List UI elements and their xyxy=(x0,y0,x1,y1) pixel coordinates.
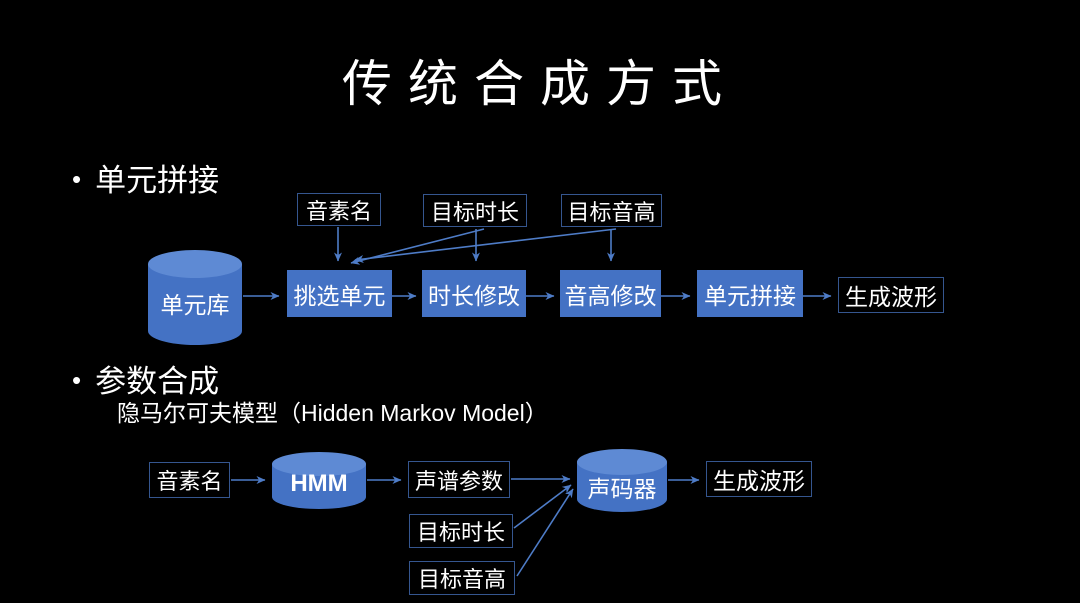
node-target-duration-1: 目标时长 xyxy=(423,194,527,227)
arrow-pitch-to-select xyxy=(354,228,617,263)
cylinder-bottom xyxy=(148,317,242,345)
cylinder-bottom xyxy=(577,486,667,512)
node-unit-concat: 单元拼接 xyxy=(697,270,803,317)
node-spectrum-params: 声谱参数 xyxy=(408,461,510,498)
bullet-parametric-synthesis-label: 参数合成 xyxy=(95,364,220,399)
hmm-subtitle: 隐马尔可夫模型（Hidden Markov Model） xyxy=(117,400,548,426)
node-pitch-modify: 音高修改 xyxy=(560,270,661,317)
arrow-duration2-to-vocoder xyxy=(513,484,572,529)
cylinder-top xyxy=(272,452,366,476)
node-target-duration-2: 目标时长 xyxy=(409,514,513,548)
node-duration-modify: 时长修改 xyxy=(422,270,526,317)
bullet-dot: • xyxy=(72,365,82,395)
node-generate-waveform-2: 生成波形 xyxy=(706,461,812,497)
slide-title: 传统合成方式 xyxy=(342,55,738,113)
cylinder-top xyxy=(148,250,242,278)
node-target-pitch-2: 目标音高 xyxy=(409,561,515,595)
cylinder-bottom xyxy=(272,485,366,509)
node-unit-database-label: 单元库 xyxy=(160,292,230,318)
bullet-unit-concatenation: • 单元拼接 xyxy=(72,155,219,200)
node-phoneme-name-1: 音素名 xyxy=(297,193,381,226)
node-generate-waveform-1: 生成波形 xyxy=(838,277,944,313)
node-hmm-label: HMM xyxy=(290,470,348,497)
node-hmm-cylinder: HMM xyxy=(272,452,366,509)
arrow-pitch2-to-vocoder xyxy=(516,488,574,577)
bullet-parametric-synthesis: • 参数合成 xyxy=(72,356,219,401)
bullet-unit-concatenation-label: 单元拼接 xyxy=(95,163,220,198)
bullet-dot: • xyxy=(72,164,82,194)
node-select-unit: 挑选单元 xyxy=(287,270,392,317)
node-vocoder-cylinder: 声码器 xyxy=(577,449,667,512)
node-unit-database-cylinder: 单元库 xyxy=(148,250,242,345)
node-target-pitch-1: 目标音高 xyxy=(561,194,662,227)
cylinder-top xyxy=(577,449,667,475)
node-vocoder-label: 声码器 xyxy=(587,476,657,502)
node-phoneme-name-2: 音素名 xyxy=(149,462,230,498)
